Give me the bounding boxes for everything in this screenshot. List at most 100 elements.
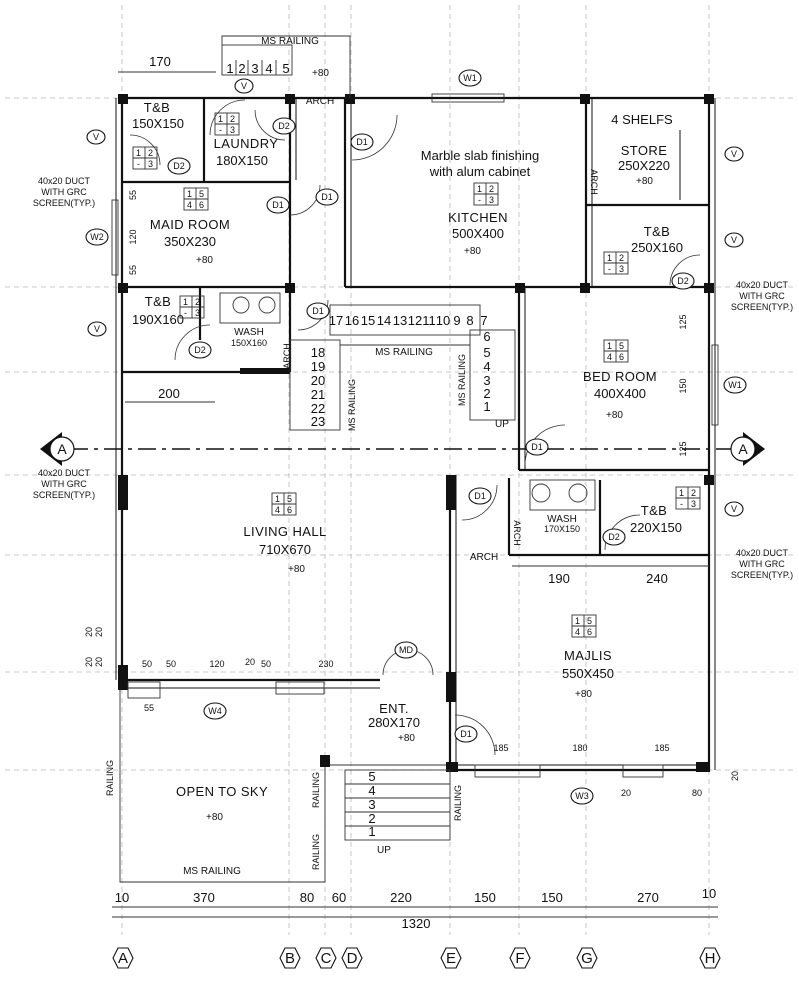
axis-g: G — [576, 947, 598, 969]
tile-laundry-b: 2 — [230, 114, 235, 124]
stair-t10: 10 — [436, 313, 450, 328]
tile-kitchen-a: 1 — [477, 184, 482, 194]
room-tb3-name: T&B — [644, 224, 670, 239]
tile-tb1-a: 1 — [136, 148, 141, 158]
dim-bottom-10a: 10 — [115, 890, 129, 905]
railing-mid-1: RAILING — [311, 772, 321, 808]
arch-store: ARCH — [589, 169, 599, 195]
grid-axis-bubbles: A B C D E F G H — [112, 947, 721, 969]
arch-stair: ARCH — [282, 343, 292, 369]
walls — [115, 96, 716, 883]
stair-top-4: 4 — [265, 61, 272, 76]
room-ent-name: ENT. — [379, 701, 409, 716]
stair-l20: 20 — [311, 373, 325, 388]
tile-bed-d: 6 — [619, 352, 624, 362]
dim-55c: 55 — [144, 703, 154, 713]
stair-r5: 5 — [483, 345, 490, 360]
ms-railing-stair: MS RAILING — [375, 347, 433, 358]
dim-20c: 20 — [94, 627, 104, 637]
dim-125a: 125 — [678, 314, 688, 329]
axis-h: H — [699, 947, 721, 969]
windows — [111, 93, 719, 778]
stair-top-1: 1 — [226, 61, 233, 76]
tile-kitchen-b: 2 — [489, 184, 494, 194]
tile-tb4-c: - — [680, 499, 683, 509]
ms-railing-open: MS RAILING — [183, 866, 241, 877]
tile-laundry-c: - — [219, 125, 222, 135]
tile-laundry-d: 3 — [230, 125, 235, 135]
level-kitchen: +80 — [464, 246, 481, 257]
dim-bottom-150a: 150 — [474, 890, 496, 905]
tag-md: MD — [399, 645, 413, 655]
stair-t12: 12 — [408, 313, 422, 328]
annotations: MS RAILING MS RAILING MS RAILING MS RAIL… — [33, 36, 793, 877]
dim-bottom-270: 270 — [637, 890, 659, 905]
ms-railing-top: MS RAILING — [261, 36, 319, 47]
dim-240: 240 — [646, 571, 668, 586]
duct-left-2-l2: WITH GRC — [41, 479, 87, 489]
axis-d: D — [341, 947, 363, 969]
stair-r6: 6 — [483, 329, 490, 344]
dim-20d: 20 — [94, 657, 104, 667]
axis-label-e: E — [446, 950, 456, 967]
stair-t17: 17 — [329, 313, 343, 328]
tile-tb2-d: 3 — [195, 308, 200, 318]
stair-t7: 7 — [480, 313, 487, 328]
dim-55a: 55 — [128, 190, 138, 200]
ms-railing-vert-left: MS RAILING — [347, 379, 357, 431]
dim-120: 120 — [128, 229, 138, 244]
tags: V W1 V D2 D2 D1 D1 D1 W2 V D2 D1 V V D2 … — [85, 69, 747, 805]
stair-r2: 2 — [483, 386, 490, 401]
tile-living-d: 6 — [287, 505, 292, 515]
tag-w3: W3 — [575, 791, 589, 801]
level-open: +80 — [206, 812, 223, 823]
room-tb4-name: T&B — [641, 503, 667, 518]
dim-front-185a: 185 — [493, 743, 508, 753]
duct-left-2-l3: SCREEN(TYP.) — [33, 490, 95, 500]
room-open-name: OPEN TO SKY — [176, 784, 268, 799]
dim-bottom-60: 60 — [332, 890, 346, 905]
dim-170: 170 — [149, 54, 171, 69]
dim-front-180: 180 — [572, 743, 587, 753]
axis-label-h: H — [705, 950, 716, 967]
up-entry: UP — [377, 845, 391, 856]
dim-200: 200 — [158, 386, 180, 401]
dim-bottom-220: 220 — [390, 890, 412, 905]
level-top-stair: +80 — [312, 68, 329, 79]
room-store-dim: 250X220 — [618, 158, 670, 173]
axis-label-b: B — [285, 950, 295, 967]
duct-left-1-l2: WITH GRC — [41, 187, 87, 197]
stair-t15: 15 — [361, 313, 375, 328]
tile-grids: 1 2 - 3 1 2 - 3 1 5 4 6 1 2 — [132, 112, 701, 638]
level-ent: +80 — [398, 733, 415, 744]
room-living-dim: 710X670 — [259, 542, 311, 557]
section-mark-right: A — [738, 441, 748, 457]
stair-e1: 1 — [368, 824, 375, 839]
tile-majlis-d: 6 — [587, 627, 592, 637]
stair-t8: 8 — [466, 313, 473, 328]
tag-w4: W4 — [208, 706, 222, 716]
tag-d1-wash: D1 — [474, 491, 486, 501]
tile-kitchen-c: - — [478, 195, 481, 205]
stair-t9: 9 — [453, 313, 460, 328]
dim-bottom-80: 80 — [300, 890, 314, 905]
stair-e3: 3 — [368, 797, 375, 812]
tile-living-c: 4 — [275, 505, 280, 515]
dim-20a: 20 — [84, 627, 94, 637]
dim-125b: 125 — [678, 441, 688, 456]
stair-l23: 23 — [311, 414, 325, 429]
dim-bottom-10b: 10 — [702, 886, 716, 901]
stair-l18: 18 — [311, 345, 325, 360]
dim-55b: 55 — [128, 265, 138, 275]
stair-r3: 3 — [483, 373, 490, 388]
tile-tb1-d: 3 — [148, 159, 153, 169]
stair-numbers: 1 2 3 4 5 17 16 15 14 13 12 11 10 9 8 7 … — [226, 61, 490, 839]
room-store-name: STORE — [621, 143, 668, 158]
level-markers: +80 +80 +80 +80 +80 +80 +80 +80 +80 — [196, 68, 653, 823]
room-wash2-name: WASH — [547, 514, 577, 525]
tag-d1-ent: D1 — [460, 729, 472, 739]
dim-bottom-150b: 150 — [541, 890, 563, 905]
dim-front-20-right: 20 — [730, 771, 740, 781]
tile-tb3-a: 1 — [607, 253, 612, 263]
tile-maid-c: 4 — [187, 200, 192, 210]
